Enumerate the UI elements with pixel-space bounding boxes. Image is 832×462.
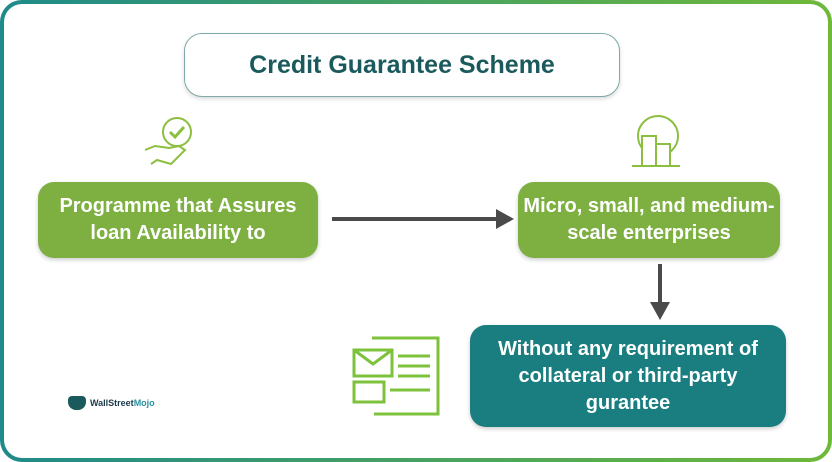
documents-icon xyxy=(352,336,440,416)
programme-box: Programme that Assures loan Availability… xyxy=(38,182,318,258)
enterprises-box: Micro, small, and medium-scale enterpris… xyxy=(518,182,780,258)
globe-buildings-icon xyxy=(632,115,680,167)
no-collateral-box: Without any requirement of collateral or… xyxy=(470,325,786,427)
hand-check-icon xyxy=(144,117,192,166)
arrow-right xyxy=(332,209,514,229)
wallstreetmojo-logo: WallStreetMojo xyxy=(68,396,155,410)
logo-icon xyxy=(68,396,86,410)
arrow-down xyxy=(650,264,670,320)
diagram-title: Credit Guarantee Scheme xyxy=(184,33,620,97)
